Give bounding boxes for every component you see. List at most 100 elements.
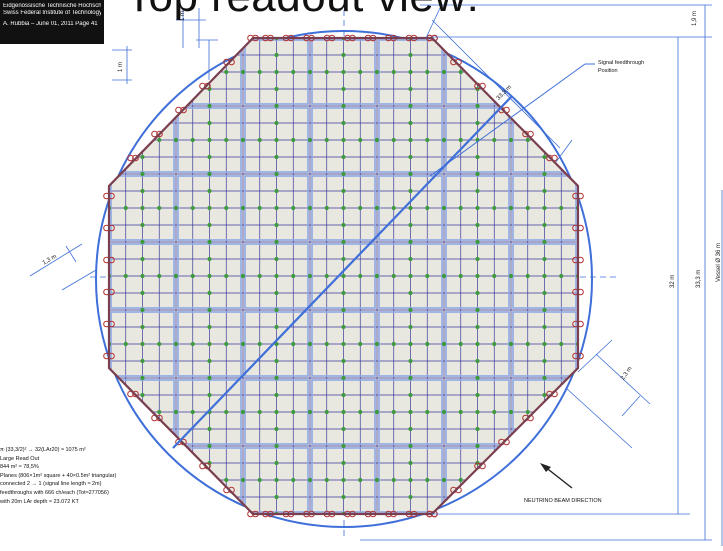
readout-dot — [341, 392, 346, 398]
readout-dot — [307, 69, 313, 75]
readout-dot — [190, 69, 195, 75]
readout-dot — [257, 69, 262, 75]
readout-dot — [257, 409, 262, 415]
readout-dot — [525, 137, 530, 143]
readout-dot — [224, 477, 229, 483]
readout-dot — [425, 137, 430, 143]
readout-dot — [492, 137, 497, 143]
readout-dot — [274, 273, 279, 279]
readout-dot — [324, 205, 329, 211]
readout-dot — [341, 86, 346, 92]
readout-dot — [575, 477, 578, 483]
readout-dot — [207, 188, 212, 194]
top-gap-label: 1 m — [180, 11, 186, 21]
readout-dot — [240, 205, 246, 211]
readout-dot — [492, 205, 497, 211]
diagonal-line — [172, 95, 513, 449]
readout-dot — [391, 477, 396, 483]
logo-line-2: Swiss Federal Institute of Technology Zu… — [3, 10, 101, 16]
readout-dot — [408, 222, 413, 228]
readout-dot — [140, 154, 145, 160]
readout-dot — [224, 137, 229, 143]
corner-dim-line-4 — [621, 395, 641, 417]
readout-dot — [542, 324, 547, 330]
readout-dot — [207, 171, 212, 177]
readout-dot — [525, 69, 530, 75]
readout-dot — [542, 358, 547, 364]
readout-dot — [475, 290, 480, 296]
readout-dot — [508, 477, 514, 483]
readout-dot — [508, 273, 514, 279]
diag-dim-tick-2 — [555, 139, 573, 163]
readout-dot — [492, 341, 497, 347]
readout-dot — [140, 409, 145, 415]
readout-dot — [173, 273, 179, 279]
readout-dot — [475, 477, 480, 483]
readout-dot — [374, 477, 380, 483]
logo-line-3: A. Rubbia – June 01, 2011 Page 41 — [3, 21, 98, 27]
readout-dot — [341, 256, 346, 262]
readout-dot — [140, 324, 145, 330]
readout-dot — [140, 375, 145, 381]
readout-dot — [274, 324, 279, 330]
readout-notes: π·(33,3/2)² → 32(LAr20) ≈ 1075 m² Large … — [0, 446, 160, 506]
readout-dot — [475, 171, 480, 177]
readout-dot — [358, 137, 363, 143]
readout-dot — [374, 409, 380, 415]
readout-dot — [408, 375, 413, 381]
readout-dot — [542, 443, 547, 449]
readout-dot — [542, 443, 547, 449]
readout-dot — [307, 205, 313, 211]
readout-dot — [224, 69, 229, 75]
readout-dot — [207, 86, 212, 92]
readout-dot — [123, 409, 128, 415]
readout-dot — [274, 392, 279, 398]
readout-dot — [425, 341, 430, 347]
note-line: connected 2 → 1 (signal line length ≈ 2m… — [0, 481, 102, 488]
readout-dot — [425, 205, 430, 211]
readout-dot — [542, 205, 547, 211]
readout-dot — [525, 409, 530, 415]
readout-dot — [140, 256, 145, 262]
readout-dot — [475, 494, 480, 500]
readout-dot — [358, 477, 363, 483]
readout-dot — [140, 103, 145, 109]
readout-dot — [291, 477, 296, 483]
readout-dot — [257, 273, 262, 279]
readout-dot — [291, 69, 296, 75]
readout-dot — [341, 171, 346, 177]
readout-dot — [207, 307, 212, 313]
readout-dot — [207, 103, 212, 109]
readout-dot — [307, 137, 313, 143]
readout-dot — [408, 307, 413, 313]
readout-dot — [190, 137, 195, 143]
readout-dot — [190, 341, 195, 347]
readout-dot — [291, 137, 296, 143]
readout-dot — [274, 460, 279, 466]
readout-dot — [224, 341, 229, 347]
readout-dot — [525, 341, 530, 347]
readout-dot — [207, 222, 212, 228]
readout-dot — [207, 273, 212, 279]
readout-dot — [157, 409, 162, 415]
readout-dot — [324, 477, 329, 483]
readout-dot — [441, 69, 447, 75]
right-top-label: 1,9 m — [692, 11, 698, 26]
readout-dot — [324, 137, 329, 143]
readout-dot — [207, 52, 212, 58]
feedthrough-marker — [546, 154, 553, 162]
signal-feedthrough-label-1: Signal feedthrough — [598, 60, 644, 66]
readout-dot — [341, 409, 346, 415]
readout-dot — [542, 256, 547, 262]
readout-dot — [274, 239, 279, 245]
readout-dot — [307, 477, 313, 483]
readout-dot — [408, 409, 413, 415]
readout-dot — [408, 205, 413, 211]
readout-dot — [374, 69, 380, 75]
readout-dot — [341, 494, 346, 500]
readout-dot — [274, 171, 279, 177]
readout-dot — [525, 477, 530, 483]
readout-dot — [274, 52, 279, 58]
